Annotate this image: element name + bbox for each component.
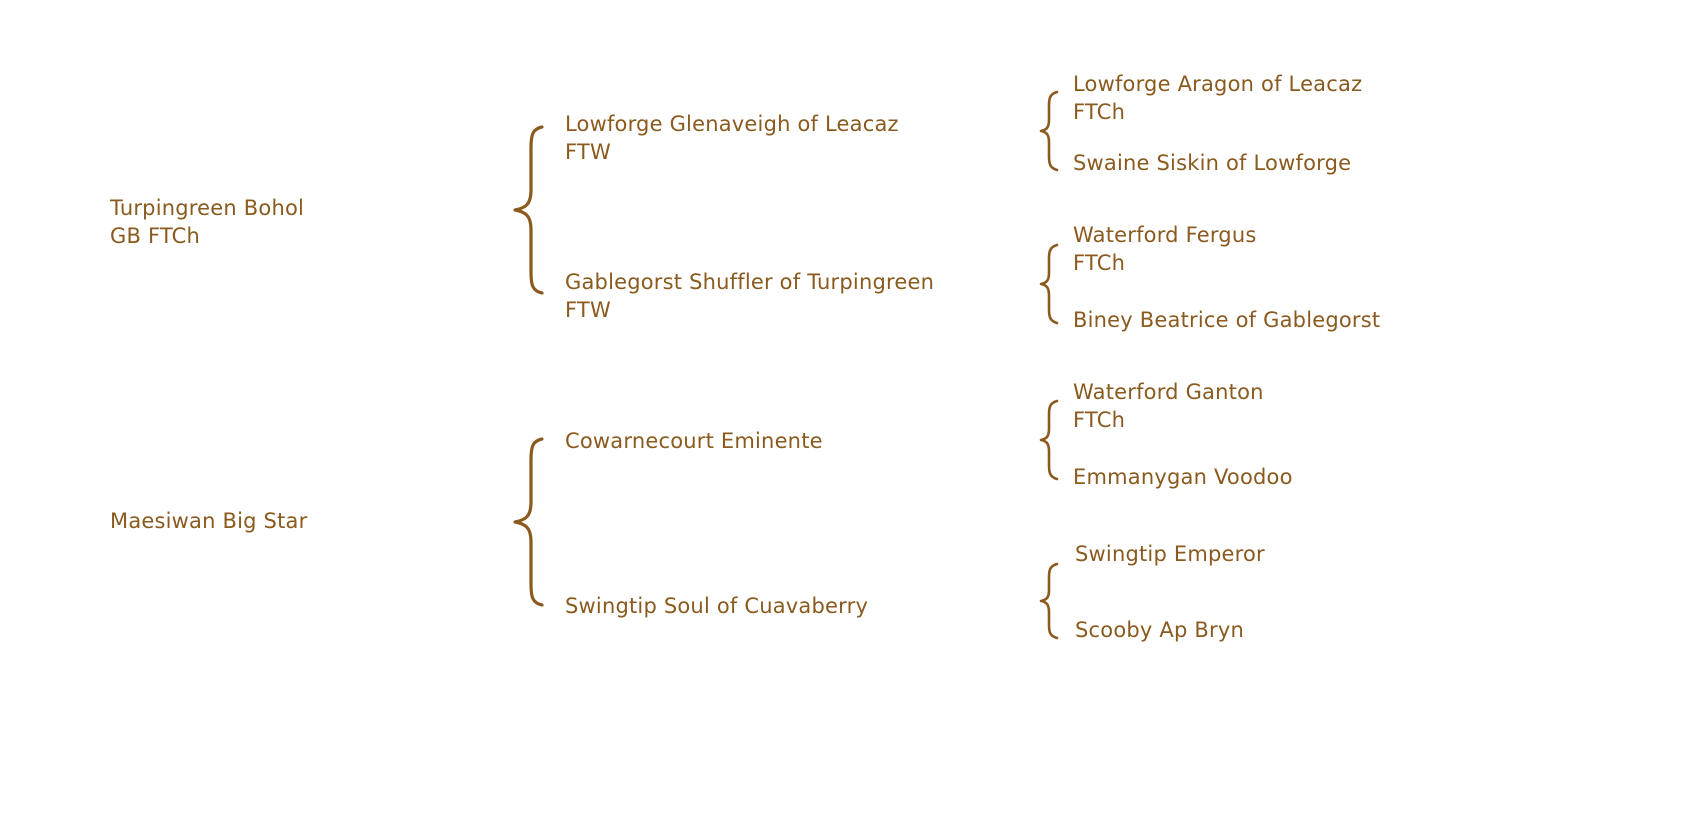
brace-dam-1-icon (1038, 243, 1062, 325)
dog-title: FTW (565, 298, 611, 322)
dog-title: FTCh (1073, 100, 1126, 124)
subject-1-dam-node: Gablegorst Shuffler of Turpingreen FTW (565, 268, 934, 324)
dog-name: Cowarnecourt Eminente (565, 429, 823, 453)
brace-sire-2-icon (1038, 399, 1062, 481)
dog-name: Swingtip Soul of Cuavaberry (565, 594, 869, 618)
dog-name: Scooby Ap Bryn (1075, 618, 1244, 642)
brace-subject-1-icon (510, 124, 548, 296)
subject-2-dam-dam-node: Scooby Ap Bryn (1075, 616, 1244, 644)
dog-name: Lowforge Glenaveigh of Leacaz (565, 112, 899, 136)
subject-2-sire-node: Cowarnecourt Eminente (565, 427, 823, 455)
subject-2-node: Maesiwan Big Star (110, 507, 307, 535)
dog-name: Swingtip Emperor (1075, 542, 1265, 566)
dog-name: Biney Beatrice of Gablegorst (1073, 308, 1381, 332)
subject-1-node: Turpingreen Bohol GB FTCh (110, 194, 304, 250)
dog-name: Emmanygan Voodoo (1073, 465, 1293, 489)
dog-name: Turpingreen Bohol (110, 196, 305, 220)
subject-1-sire-sire-node: Lowforge Aragon of Leacaz FTCh (1073, 70, 1362, 126)
subject-1-sire-dam-node: Swaine Siskin of Lowforge (1073, 149, 1351, 177)
brace-subject-2-icon (510, 436, 548, 608)
subject-2-dam-node: Swingtip Soul of Cuavaberry (565, 592, 868, 620)
dog-name: Swaine Siskin of Lowforge (1073, 151, 1352, 175)
dog-name: Lowforge Aragon of Leacaz (1073, 72, 1363, 96)
dog-name: Gablegorst Shuffler of Turpingreen (565, 270, 935, 294)
brace-sire-1-icon (1038, 90, 1062, 172)
dog-name: Waterford Ganton (1073, 380, 1264, 404)
subject-2-sire-sire-node: Waterford Ganton FTCh (1073, 378, 1264, 434)
dog-name: Maesiwan Big Star (110, 509, 308, 533)
subject-2-dam-sire-node: Swingtip Emperor (1075, 540, 1265, 568)
dog-name: Waterford Fergus (1073, 223, 1257, 247)
subject-1-sire-node: Lowforge Glenaveigh of Leacaz FTW (565, 110, 899, 166)
dog-title: GB FTCh (110, 224, 201, 248)
subject-1-dam-sire-node: Waterford Fergus FTCh (1073, 221, 1256, 277)
dog-title: FTCh (1073, 251, 1126, 275)
dog-title: FTCh (1073, 408, 1126, 432)
subject-2-sire-dam-node: Emmanygan Voodoo (1073, 463, 1293, 491)
dog-title: FTW (565, 140, 611, 164)
subject-1-dam-dam-node: Biney Beatrice of Gablegorst (1073, 306, 1380, 334)
brace-dam-2-icon (1038, 562, 1062, 640)
